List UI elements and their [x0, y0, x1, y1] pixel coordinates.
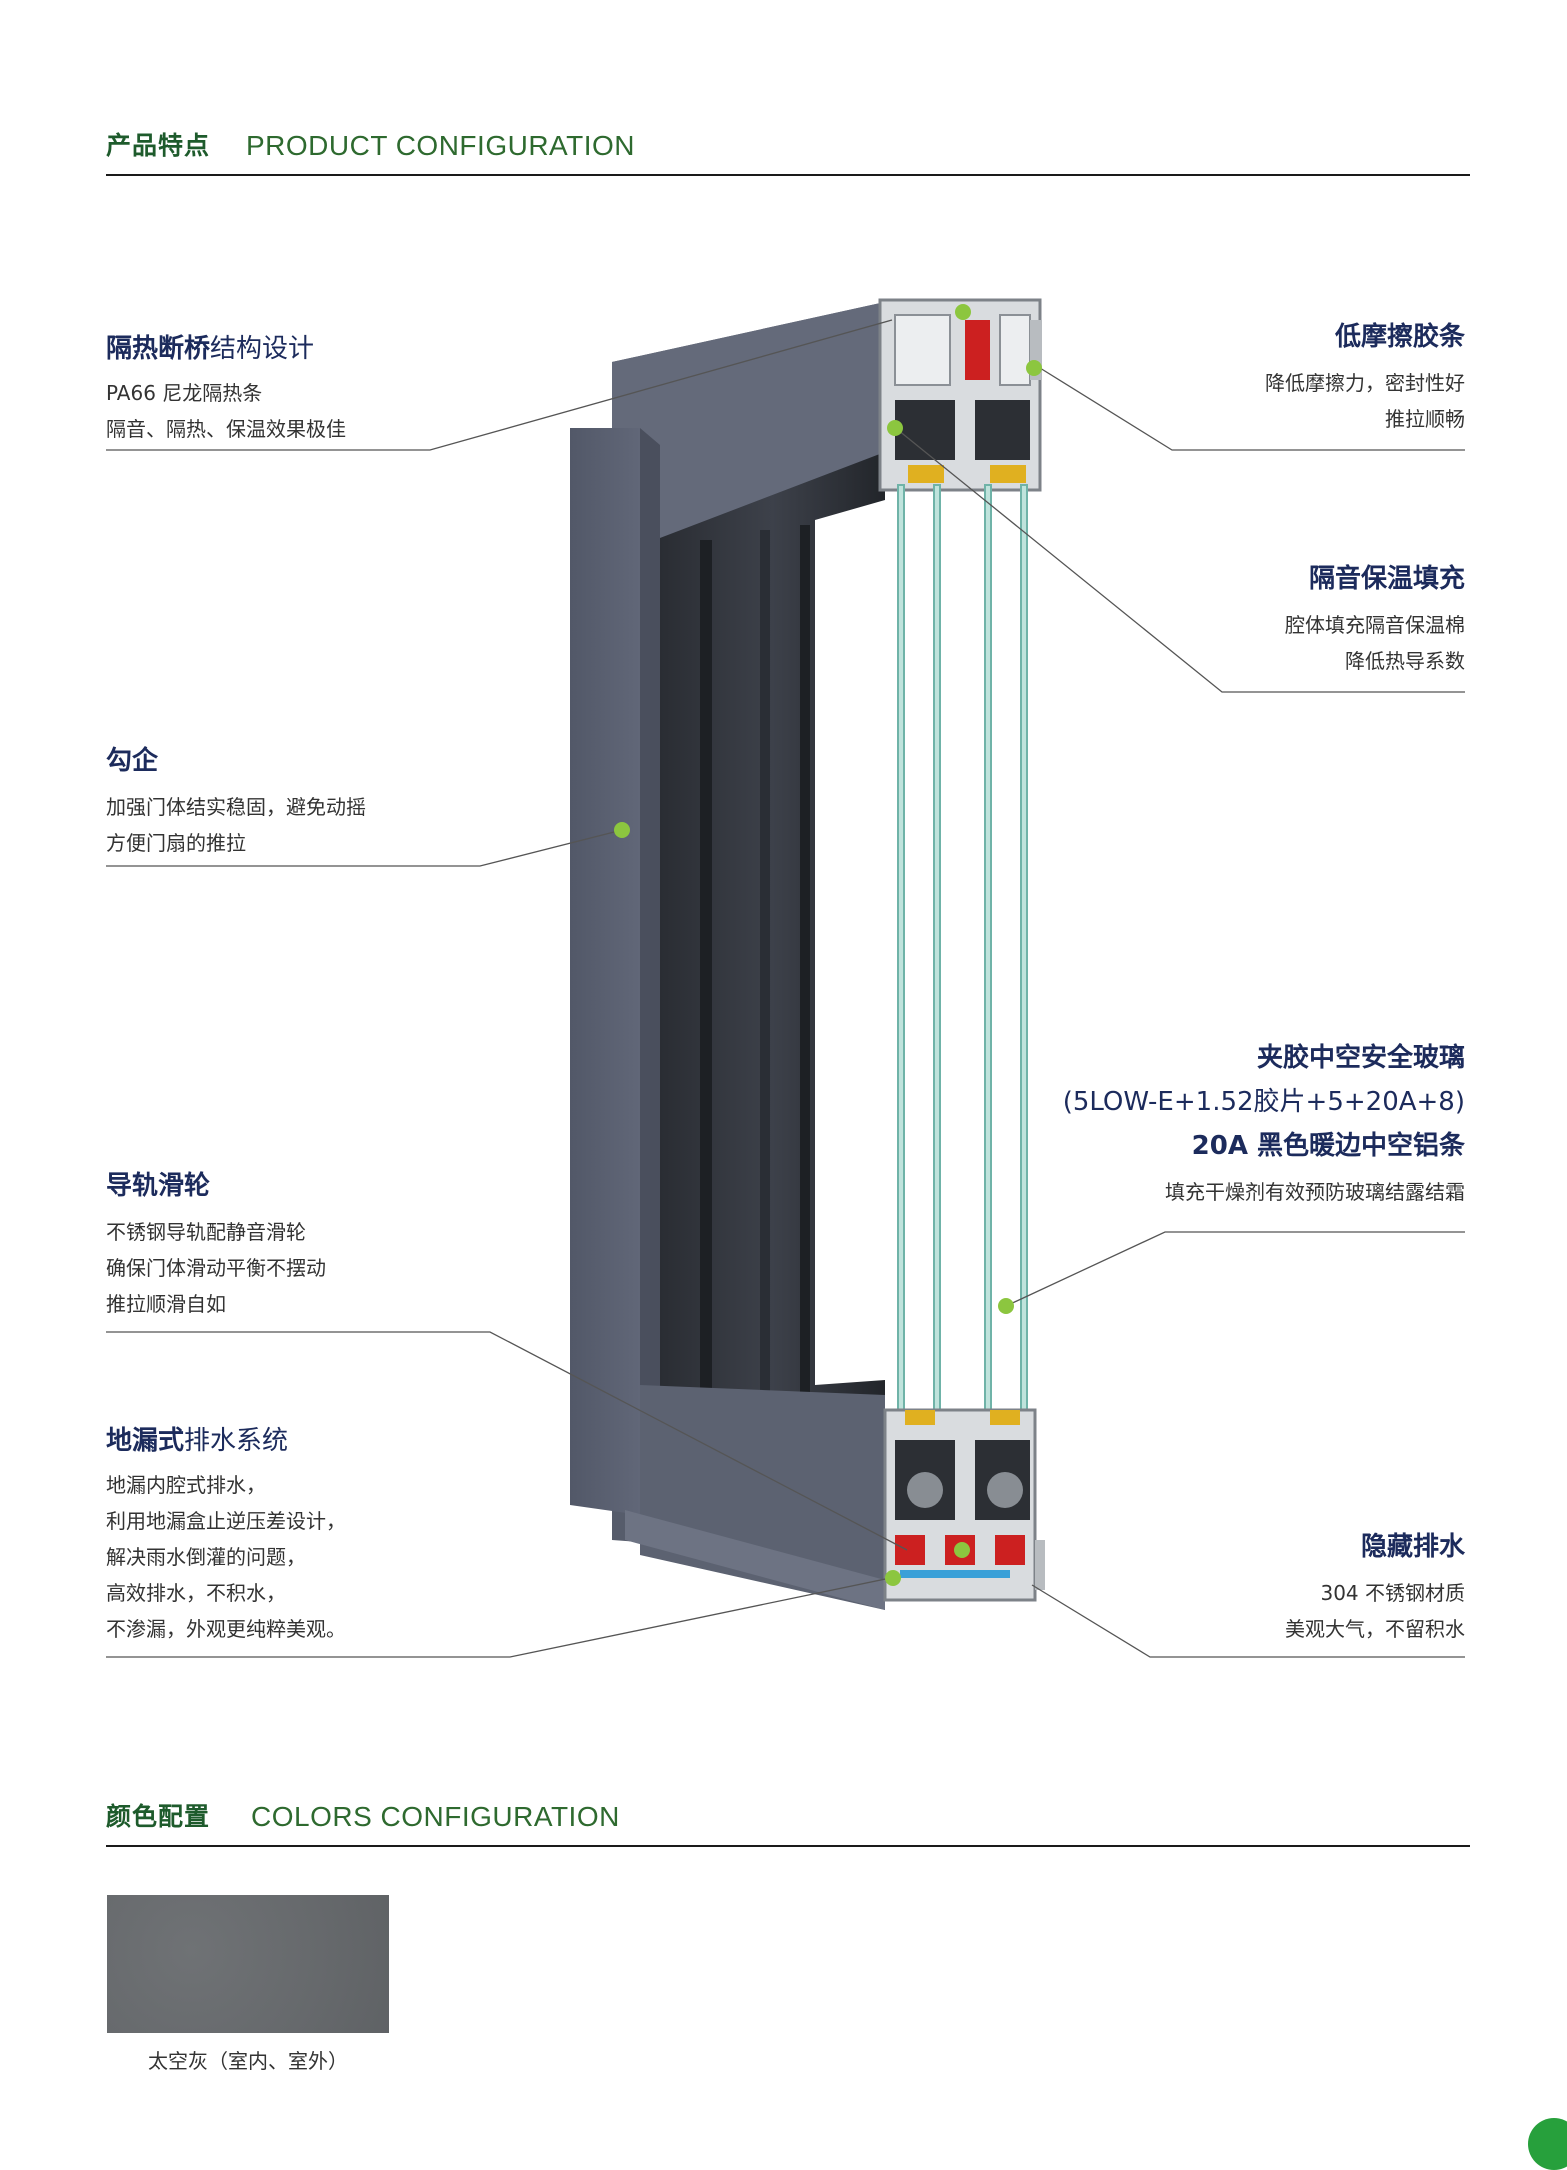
glass-panes — [897, 484, 1028, 1431]
dot-glass — [998, 1298, 1014, 1314]
feature-guide-rail: 导轨滑轮 不锈钢导轨配静音滑轮 确保门体滑动平衡不摆动 推拉顺滑自如 — [106, 1165, 326, 1322]
section-title-cn: 产品特点 — [106, 131, 211, 160]
dot-drain — [885, 1570, 901, 1586]
feature-line: 利用地漏盒止逆压差设计， — [106, 1509, 346, 1533]
dot-center — [954, 1542, 970, 1558]
dot-friction — [1026, 360, 1042, 376]
feature-title-bold: 勾企 — [106, 746, 159, 776]
leader-low-friction — [1039, 367, 1465, 451]
feature-title-bold: 地漏式 — [106, 1426, 185, 1456]
feature-line: 方便门扇的推拉 — [106, 831, 246, 855]
leader-thermal-break — [106, 319, 893, 451]
channel-line — [800, 525, 810, 1410]
feature-hook-interlock: 勾企 加强门体结实稳固，避免动摇 方便门扇的推拉 — [106, 740, 366, 861]
feature-line: 解决雨水倒灌的问题， — [106, 1545, 306, 1569]
feature-sound-insulation: 隔音保温填充 腔体填充隔音保温棉 降低热导系数 — [1285, 558, 1465, 679]
feature-line: 推拉顺畅 — [1385, 407, 1465, 431]
feature-title-thin: 结构设计 — [210, 334, 315, 364]
leader-sound-insulation — [897, 429, 1465, 693]
section-title-en: COLORS CONFIGURATION — [251, 1801, 620, 1832]
glass-spec: (5LOW-E+1.52胶片+5+20A+8) — [1062, 1087, 1465, 1117]
section-title-en: PRODUCT CONFIGURATION — [246, 130, 636, 161]
feature-title-bold: 隔音保温填充 — [1308, 564, 1465, 594]
feature-line: 确保门体滑动平衡不摆动 — [106, 1256, 326, 1280]
top-profile-section — [878, 298, 1042, 492]
feature-line: 不渗漏，外观更纯粹美观。 — [106, 1617, 346, 1641]
feature-line: 高效排水，不积水， — [106, 1581, 286, 1605]
product-section-header: 产品特点 PRODUCT CONFIGURATION — [106, 124, 1470, 176]
feature-title-bold: 隔热断桥 — [106, 334, 211, 364]
feature-title-bold: 夹胶中空安全玻璃 — [1256, 1043, 1465, 1073]
feature-title-bold: 低摩擦胶条 — [1334, 322, 1465, 352]
feature-line: PA66 尼龙隔热条 — [106, 381, 263, 405]
leader-floor-drain — [106, 1576, 896, 1658]
window-profile-illustration — [106, 298, 1465, 1658]
channel-line — [760, 530, 770, 1410]
feature-line: 隔音、隔热、保温效果极佳 — [106, 417, 346, 441]
feature-title-bold: 隐藏排水 — [1360, 1532, 1465, 1562]
dot-top — [955, 304, 971, 320]
feature-line: 美观大气，不留积水 — [1285, 1617, 1465, 1641]
color-swatch-space-gray — [107, 1895, 389, 2033]
feature-line: 地漏内腔式排水， — [106, 1473, 266, 1497]
feature-line: 推拉顺滑自如 — [106, 1292, 226, 1316]
callout-dots — [614, 304, 1042, 1586]
color-swatch-label: 太空灰（室内、室外） — [148, 2049, 348, 2073]
feature-glass: 夹胶中空安全玻璃 (5LOW-E+1.52胶片+5+20A+8) 20A 黑色暖… — [1063, 1036, 1465, 1210]
leader-glass — [1005, 1231, 1465, 1307]
feature-title-thin: 排水系统 — [184, 1426, 289, 1456]
feature-line: 降低摩擦力，密封性好 — [1265, 371, 1465, 395]
feature-line: 不锈钢导轨配静音滑轮 — [106, 1220, 306, 1244]
feature-hidden-drain: 隐藏排水 304 不锈钢材质 美观大气，不留积水 — [1285, 1526, 1465, 1647]
feature-title-bold: 导轨滑轮 — [106, 1171, 211, 1201]
feature-floor-drain: 地漏式排水系统 地漏内腔式排水， 利用地漏盒止逆压差设计， 解决雨水倒灌的问题，… — [106, 1420, 346, 1647]
leader-guide-rail — [106, 1331, 908, 1551]
feature-line: 304 不锈钢材质 — [1320, 1581, 1465, 1605]
feature-low-friction: 低摩擦胶条 降低摩擦力，密封性好 推拉顺畅 — [1265, 316, 1465, 437]
bottom-profile-section — [883, 1408, 1045, 1602]
dot-hook — [614, 822, 630, 838]
glass-spacer: 20A 黑色暖边中空铝条 — [1191, 1131, 1465, 1161]
leader-hook — [106, 829, 623, 867]
feature-line: 加强门体结实稳固，避免动摇 — [106, 795, 366, 819]
feature-line: 降低热导系数 — [1345, 649, 1465, 673]
channel-line — [700, 540, 712, 1420]
section-title-cn: 颜色配置 — [106, 1802, 211, 1831]
feature-line: 腔体填充隔音保温棉 — [1285, 613, 1465, 637]
dot-insulation — [887, 420, 903, 436]
page-corner-badge — [1528, 2118, 1567, 2170]
feature-line: 填充干燥剂有效预防玻璃结露结霜 — [1165, 1180, 1465, 1204]
colors-section-header: 颜色配置 COLORS CONFIGURATION — [106, 1795, 1470, 1847]
callout-lines — [106, 319, 1465, 1658]
feature-thermal-break: 隔热断桥结构设计 PA66 尼龙隔热条 隔音、隔热、保温效果极佳 — [106, 328, 346, 447]
leader-hidden-drain — [1031, 1584, 1465, 1658]
